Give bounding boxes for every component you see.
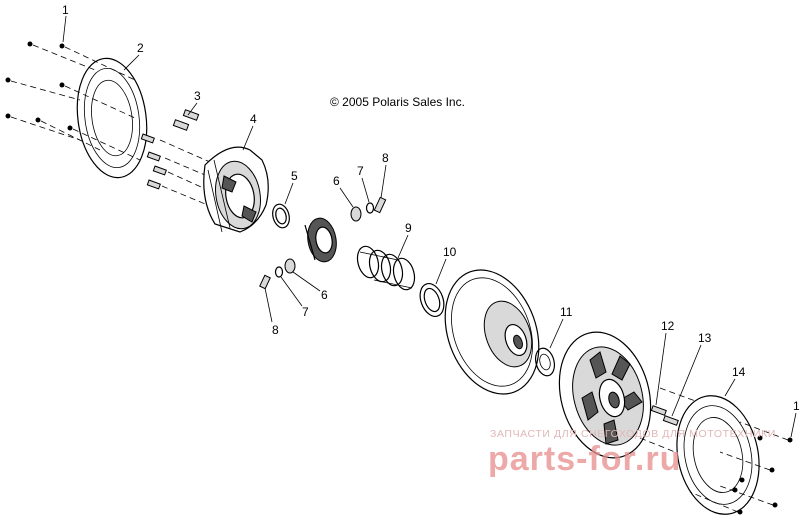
- part-1-screws-right: [689, 421, 793, 515]
- callout-12: 12: [661, 319, 675, 333]
- watermark-small-text: ЗАПЧАСТИ ДЛЯ СНЕГОХОДОВ ДЛЯ МОТОТЕХНИКИ: [490, 428, 776, 440]
- lower-hardware-6-7-8: [259, 258, 296, 290]
- callout-14: 14: [732, 365, 746, 379]
- callout-3: 3: [194, 89, 201, 103]
- watermark: ЗАПЧАСТИ ДЛЯ СНЕГОХОДОВ ДЛЯ МОТОТЕХНИКИ …: [488, 428, 776, 478]
- callout-2: 2: [137, 41, 144, 55]
- upper-hardware-6-7-8: [350, 196, 387, 222]
- callout-10: 10: [443, 245, 457, 259]
- screw-guide-lines-left: [10, 44, 141, 161]
- callout-11: 11: [560, 305, 573, 319]
- callout-6-lower: 6: [321, 288, 328, 302]
- callout-6-upper: 6: [333, 174, 340, 188]
- part-2-cover-plate: [76, 57, 148, 179]
- part-5-snap-ring: [272, 203, 290, 229]
- moveable-sheave: [444, 269, 540, 395]
- callout-9: 9: [405, 221, 412, 235]
- callout-7-lower: 7: [302, 305, 309, 319]
- part-14-cover-plate: [676, 395, 760, 515]
- callout-1-right: 1: [793, 399, 800, 413]
- callout-13: 13: [698, 331, 712, 345]
- part-1-screws-left: [5, 41, 73, 131]
- callout-4: 4: [250, 112, 257, 126]
- callout-5: 5: [291, 169, 298, 183]
- callout-8-lower: 8: [272, 323, 279, 337]
- fixed-sheave: [558, 331, 652, 459]
- callout-1-top: 1: [62, 3, 69, 17]
- part-4-spider-housing: [203, 146, 269, 233]
- callout-7-upper: 7: [357, 164, 364, 178]
- hub-bearing-assembly: [304, 217, 337, 263]
- part-3-bolts: [140, 109, 213, 207]
- callout-8-upper: 8: [382, 151, 389, 165]
- part-10-ring: [419, 282, 445, 318]
- part-9-spring-rings: [356, 245, 416, 291]
- part-11-washer: [534, 347, 556, 377]
- copyright-text: © 2005 Polaris Sales Inc.: [330, 95, 465, 109]
- watermark-logo-text: parts-for.ru: [488, 440, 681, 478]
- callouts: 1 2 3 4 5 6 7 8 9 10 11 12 13 14 6 7 8: [62, 3, 800, 438]
